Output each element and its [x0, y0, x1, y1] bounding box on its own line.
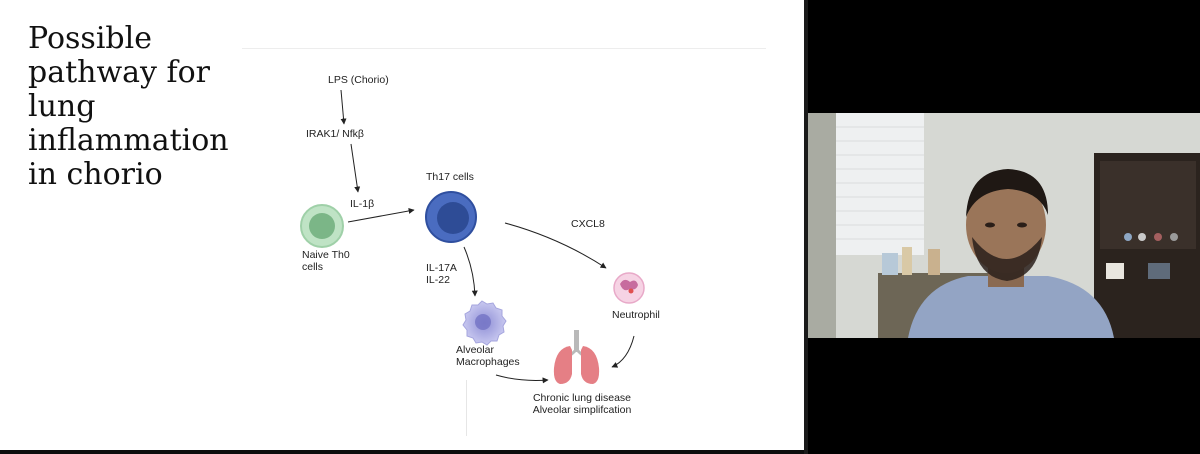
neutrophil-icon — [614, 273, 644, 303]
arrow-th17-to-macrophage — [464, 247, 475, 296]
label-outcome: Chronic lung disease Alveolar simplifcat… — [522, 392, 642, 416]
th17-cell-icon — [426, 192, 476, 242]
webcam-scene — [808, 113, 1200, 338]
presentation-slide: Possible pathway for lung inflammation i… — [0, 0, 804, 450]
arrow-neutrophil-to-lungs — [612, 336, 634, 367]
label-th17: Th17 cells — [426, 171, 474, 183]
arrow-lps-to-irak — [341, 90, 344, 124]
label-cxcl8: CXCL8 — [571, 218, 605, 230]
presenter-video-feed — [808, 113, 1200, 338]
arrow-irak-to-il1b — [351, 144, 358, 192]
label-naive-th0: Naive Th0 cells — [302, 249, 350, 273]
arrow-naive-to-th17 — [348, 210, 414, 222]
label-il1b: IL-1β — [350, 198, 374, 210]
alveolar-macrophage-icon — [463, 301, 506, 345]
pathway-diagram — [0, 0, 804, 450]
arrow-macrophage-to-lungs — [496, 375, 548, 380]
lungs-icon — [554, 330, 599, 384]
naive-th0-cell-icon — [301, 205, 343, 247]
label-alveolar-macrophages: Alveolar Macrophages — [456, 344, 520, 368]
window-blinds — [836, 113, 924, 255]
label-neutrophil: Neutrophil — [612, 309, 660, 321]
label-irak: IRAK1/ Nfkβ — [306, 128, 364, 140]
label-il17a-il22: IL-17A IL-22 — [426, 262, 457, 286]
bottom-strip — [0, 450, 804, 454]
label-lps: LPS (Chorio) — [328, 74, 389, 86]
